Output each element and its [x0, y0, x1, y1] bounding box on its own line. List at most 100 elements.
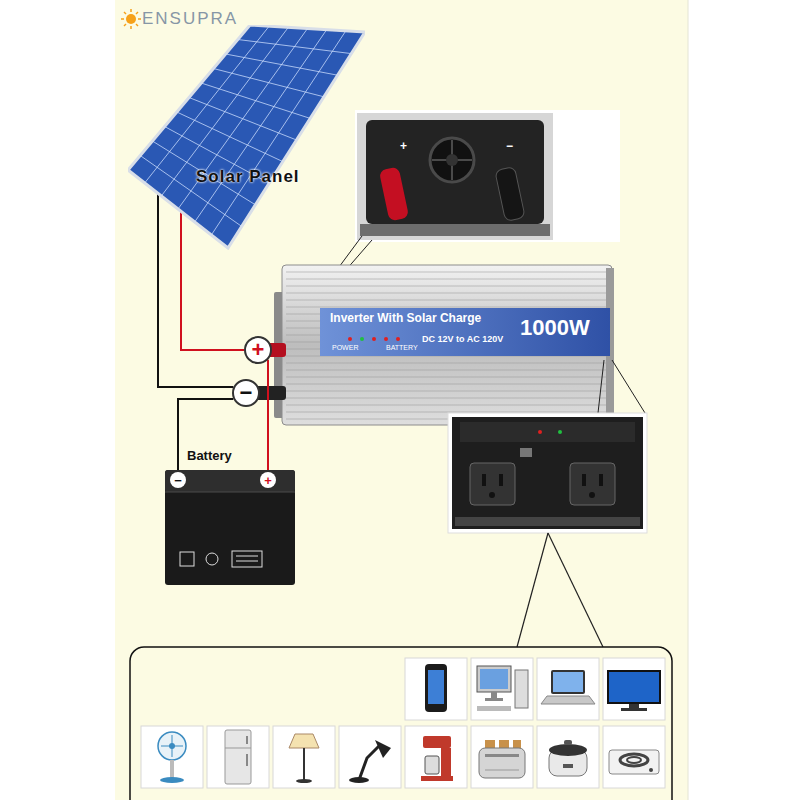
appliance-icon [158, 732, 186, 760]
solar-panel-outline [140, 156, 242, 227]
outlet-callout-photo [482, 474, 486, 486]
appliance-icon [375, 740, 391, 758]
indicator-label: POWER [332, 344, 358, 351]
positive-terminal: + [244, 336, 272, 364]
logo-sun [124, 24, 126, 26]
appliance-icon [339, 726, 401, 788]
outlet-callout-photo [499, 474, 503, 486]
appliance-icon [477, 706, 511, 711]
terminal-callout-photo [357, 113, 553, 240]
inverter-body [250, 265, 614, 425]
battery: Battery [165, 470, 295, 585]
appliance-icon [160, 777, 184, 783]
appliance-icon [553, 672, 583, 692]
terminal-mark: − [506, 140, 513, 152]
leader-line [612, 360, 645, 413]
inverter-rib [286, 363, 606, 364]
battery-body [236, 561, 258, 562]
logo-sun [121, 18, 124, 20]
appliance-icon [541, 696, 595, 704]
appliance-icon [421, 776, 453, 781]
appliance-icon [471, 658, 533, 720]
inverter-rib [286, 405, 606, 406]
appliance-icon [480, 669, 508, 689]
terminal-callout-photo [360, 224, 550, 236]
terminal-callout-photo [355, 110, 620, 242]
appliance-icon [477, 666, 511, 692]
battery-body [180, 552, 194, 566]
leader-line [548, 533, 603, 647]
appliance-icon [339, 726, 401, 788]
appliance-icon [603, 726, 665, 788]
inverter-rib [286, 384, 606, 385]
wire [267, 360, 269, 470]
outlet-callout-photo [460, 422, 635, 442]
inverter-body [282, 265, 612, 425]
inverter-rib [286, 370, 606, 371]
appliance-icon [629, 704, 639, 708]
outlet-callout-photo [589, 492, 595, 498]
battery-body [236, 556, 258, 557]
terminal-mark: + [400, 140, 407, 152]
inverter-rib [286, 391, 606, 392]
power-rating: 1000W [520, 317, 590, 339]
wire [158, 250, 233, 387]
terminal-callout-photo [495, 166, 525, 221]
appliance-icon [428, 670, 444, 704]
terminal-sign: − [240, 382, 253, 404]
battery-body [165, 492, 295, 493]
appliance-icon [169, 743, 175, 749]
inverter-rib [286, 293, 606, 294]
inverter-rib [286, 272, 606, 273]
terminal-callout-photo [446, 154, 458, 166]
page-ground [115, 0, 688, 800]
appliance-icon [246, 736, 248, 744]
appliance-icon [273, 726, 335, 788]
appliance-icon [621, 708, 647, 711]
appliance-icon [296, 779, 312, 783]
appliance-icon [225, 748, 251, 749]
wire [181, 250, 244, 350]
outlet-callout-photo [455, 517, 640, 526]
appliance-icon [141, 726, 203, 788]
appliance-icon [485, 770, 519, 771]
appliance-icon [471, 726, 533, 788]
appliance-icon [515, 670, 528, 708]
solar-panel-outline [213, 69, 324, 97]
inverter-body [372, 337, 376, 341]
appliance-icon [564, 740, 572, 745]
inverter-rib [286, 398, 606, 399]
outlet-callout-photo [538, 430, 542, 434]
appliance-icon [405, 658, 467, 720]
outlet-callout-photo [448, 413, 647, 533]
inverter-rib [286, 279, 606, 280]
outlet-callout-photo [452, 417, 643, 529]
leader-line [598, 360, 604, 413]
appliance-icon [649, 768, 653, 772]
outlet-callout-photo [489, 492, 495, 498]
wire [178, 399, 233, 470]
appliance-icon [563, 764, 573, 768]
appliance-icon [471, 726, 533, 788]
solar-panel-outline [128, 25, 365, 248]
inverter-body [348, 337, 352, 341]
solar-panel: Solar Panel [128, 25, 365, 250]
appliance-icon [537, 726, 599, 788]
appliance-icon [485, 754, 519, 757]
solar-panel-outline [226, 54, 338, 75]
inverter-body [396, 337, 400, 341]
inverter-rib [286, 377, 606, 378]
appliance-icon [225, 730, 251, 784]
battery-body [165, 470, 295, 492]
logo-sun [124, 12, 126, 14]
indicator-label: BATTERY [386, 344, 418, 351]
solar-panel-outline [238, 40, 351, 54]
battery-title: Battery [187, 449, 232, 462]
appliance-icon [537, 658, 599, 720]
battery-body [232, 551, 262, 567]
terminal-callout-photo [355, 110, 620, 242]
appliance-frame [130, 647, 672, 800]
